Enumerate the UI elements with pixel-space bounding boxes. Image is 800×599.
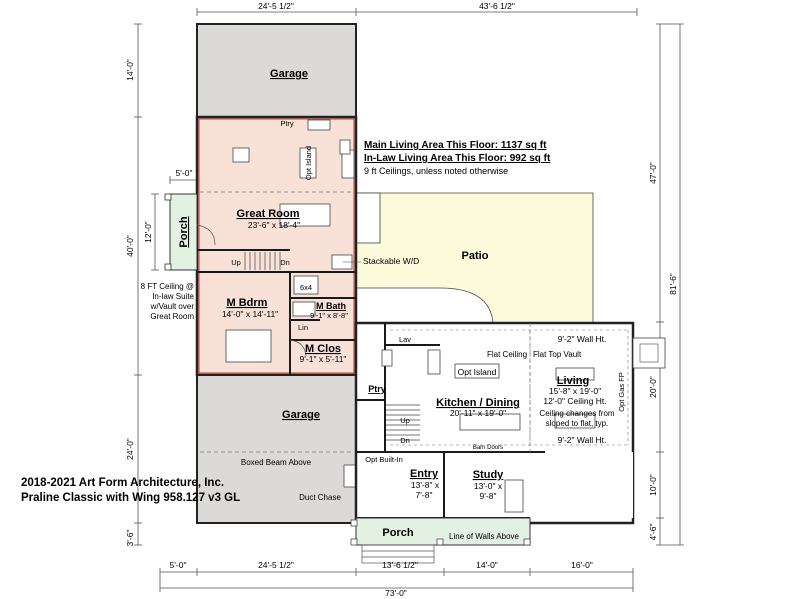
main-fixtures [339, 139, 596, 513]
note-dn-2: Dn [400, 436, 410, 445]
note-duct-chase: Duct Chase [299, 493, 341, 502]
note-opt-gas-fp: Opt Gas FP [617, 372, 626, 412]
label-entry-size-1: 13'-8" x [411, 480, 440, 490]
label-study-size-1: 13'-0" x [474, 481, 503, 491]
label-living: Living [557, 375, 589, 387]
note-opt-built-in: Opt Built-In [365, 455, 403, 464]
dimension-lines [134, 8, 684, 592]
label-pantry: Ptry [368, 384, 386, 394]
note-up-2: Up [400, 416, 410, 425]
inlaw-walls [197, 249, 356, 375]
label-entry-size-2: 7'-8" [416, 490, 433, 500]
front-steps [361, 544, 435, 564]
label-living-ceiling: 12'-0" Ceiling Ht. [543, 396, 606, 406]
label-kitchen: Kitchen / Dining [436, 397, 520, 409]
dim-top-left: 24'-5 1/2" [258, 1, 294, 11]
label-great-room-size: 23'-6" x 18'-4" [248, 220, 300, 230]
dim-right-81: 81'-6" [668, 273, 678, 295]
inlaw-ceiling-note: 8 FT Ceiling @ In-law Suite w/Vault over… [140, 282, 194, 321]
dim-right-4-6: 4'-6" [648, 524, 658, 541]
label-m-bath: M Bath [316, 301, 346, 311]
credit-block: 2018-2021 Art Form Architecture, Inc. Pr… [21, 476, 240, 506]
patio-column [355, 192, 381, 244]
note-boxed-beam: Boxed Beam Above [241, 458, 312, 467]
note-flat-top-vault: Flat Top Vault [533, 350, 582, 359]
dim-bottom-total: 73'-0" [385, 588, 407, 598]
dim-left-3-6: 3'-6" [125, 530, 135, 547]
main-area-text: Main Living Area This Floor: 1137 sq ft [364, 140, 547, 151]
dim-right-47: 47'-0" [648, 162, 658, 184]
inlaw-suite [195, 115, 358, 377]
inlaw-area-text: In-Law Living Area This Floor: 992 sq ft [364, 153, 551, 164]
label-m-bdrm: M Bdrm [227, 297, 268, 309]
dim-left-24: 24'-0" [125, 438, 135, 460]
label-lav: Lav [399, 335, 411, 344]
note-ceiling-changes-1: Ceiling changes from [539, 409, 614, 418]
fireplace-bump [632, 337, 666, 369]
label-m-bdrm-size: 14'-0" x 14'-11" [222, 309, 278, 319]
porch-side-area [169, 193, 198, 271]
note-dn-1: Dn [280, 258, 290, 267]
area-summary: Main Living Area This Floor: 1137 sq ft … [364, 139, 550, 178]
label-m-clos-size: 9'-1" x 5'-11" [300, 354, 347, 364]
credit-line-1: 2018-2021 Art Form Architecture, Inc. [21, 477, 225, 489]
label-entry: Entry [410, 468, 439, 480]
label-porch-side: Porch [178, 216, 190, 247]
main-house-bump [530, 452, 633, 518]
label-opt-island-top: Opt Island [304, 146, 313, 180]
dim-bottom-14: 14'-0" [476, 560, 498, 570]
stairs-main [386, 404, 420, 441]
note-barn-doors: Barn Doors [473, 445, 503, 451]
label-garage-bottom: Garage [282, 409, 320, 421]
label-study-size-2: 9'-8" [480, 491, 497, 501]
note-up-1: Up [231, 258, 241, 267]
label-kitchen-size: 20'-11" x 19'-0" [450, 408, 506, 418]
label-great-room: Great Room [237, 208, 300, 220]
label-porch-front: Porch [382, 527, 413, 539]
credit-line-2: Praline Classic with Wing 958.127 v3 GL [21, 492, 241, 504]
dim-left-5: 5'-0" [176, 168, 193, 178]
stairs-inlaw [244, 252, 281, 270]
dim-bottom-16: 16'-0" [571, 560, 593, 570]
note-flat-ceiling: Flat Ceiling [487, 350, 527, 359]
dim-right-20: 20'-0" [648, 376, 658, 398]
dim-left-40: 40'-0" [125, 235, 135, 257]
dim-left-14: 14'-0" [125, 59, 135, 81]
dim-bottom-5: 5'-0" [170, 560, 187, 570]
dim-bottom-13: 13'-6 1/2" [382, 560, 418, 570]
dim-right-10: 10'-0" [648, 474, 658, 496]
label-shower: 6x4 [300, 283, 312, 292]
label-pantry-top: Ptry [280, 119, 294, 128]
note-wall-ht-bottom: 9'-2" Wall Ht. [558, 435, 607, 445]
label-study: Study [473, 469, 504, 481]
label-garage-top: Garage [270, 68, 308, 80]
label-living-size: 15'-8" x 19'-0" [549, 386, 601, 396]
garage-bottom [196, 374, 357, 524]
inlaw-outline [198, 118, 355, 374]
note-wall-ht-top: 9'-2" Wall Ht. [558, 334, 607, 344]
label-m-clos: M Clos [305, 343, 341, 355]
ceilings-text: 9 ft Ceilings, unless noted otherwise [364, 166, 509, 176]
note-line-of-walls: Line of Walls Above [449, 532, 520, 541]
dim-left-12: 12'-0" [143, 221, 153, 243]
dim-bottom-24: 24'-5 1/2" [258, 560, 294, 570]
note-ceiling-changes-2: sloped to flat, typ. [546, 419, 609, 428]
label-opt-island: Opt Island [458, 367, 497, 377]
note-stackable: Stackable W/D [363, 256, 419, 266]
dim-top-right: 43'-6 1/2" [479, 1, 515, 11]
label-patio: Patio [462, 250, 489, 262]
label-m-bath-size: 9'-1" x 8'-8" [310, 311, 348, 320]
label-linen: Lin [298, 323, 308, 332]
